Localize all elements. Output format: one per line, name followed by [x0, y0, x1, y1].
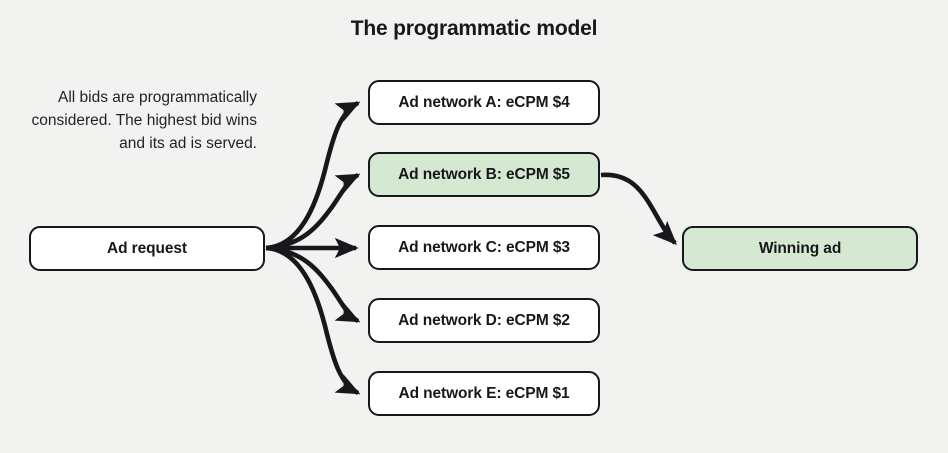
node-ad-network-e-label: Ad network E: eCPM $1 [398, 384, 570, 402]
arrow-network-b-to-winning-ad [600, 172, 677, 245]
node-ad-network-d-label: Ad network D: eCPM $2 [398, 311, 570, 329]
node-ad-network-a[interactable]: Ad network A: eCPM $4 [368, 80, 600, 125]
arrow-to-network-b [265, 172, 361, 251]
arrow-to-network-d [265, 245, 361, 324]
node-winning-ad[interactable]: Winning ad [682, 226, 918, 271]
node-ad-network-b-label: Ad network B: eCPM $5 [398, 165, 570, 183]
node-ad-network-b[interactable]: Ad network B: eCPM $5 [368, 152, 600, 197]
page-title: The programmatic model [350, 17, 598, 40]
node-ad-request[interactable]: Ad request [29, 226, 265, 271]
description-text: All bids are programmatically considered… [31, 89, 257, 152]
arrow-to-network-a [265, 100, 361, 251]
arrow-to-network-e [265, 245, 361, 396]
node-ad-network-e[interactable]: Ad network E: eCPM $1 [368, 371, 600, 416]
node-ad-request-label: Ad request [107, 239, 187, 257]
node-ad-network-a-label: Ad network A: eCPM $4 [398, 93, 570, 111]
node-ad-network-c-label: Ad network C: eCPM $3 [398, 238, 570, 256]
node-ad-network-d[interactable]: Ad network D: eCPM $2 [368, 298, 600, 343]
node-ad-network-c[interactable]: Ad network C: eCPM $3 [368, 225, 600, 270]
node-winning-ad-label: Winning ad [758, 239, 842, 257]
